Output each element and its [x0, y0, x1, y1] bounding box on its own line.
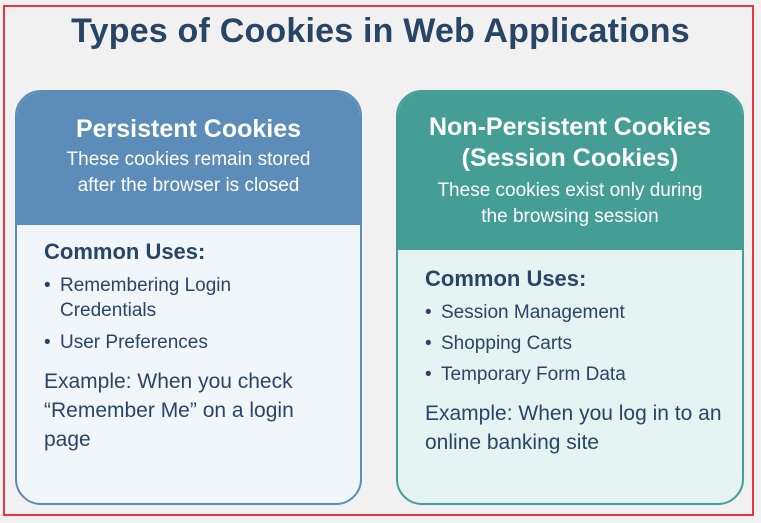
list-item: Shopping Carts — [425, 331, 716, 356]
card-title: Non-Persistent Cookies (Session Cookies) — [428, 113, 711, 172]
uses-list: Session Management Shopping Carts Tempor… — [425, 300, 716, 387]
list-item: Remembering Login Credentials — [44, 273, 260, 323]
card-subtitle: These cookies exist only during the brow… — [437, 180, 703, 227]
list-item: User Preferences — [44, 330, 334, 355]
list-item: Temporary Form Data — [425, 362, 716, 387]
card-header: Non-Persistent Cookies (Session Cookies)… — [398, 92, 742, 250]
card-title: Persistent Cookies — [75, 115, 302, 143]
persistent-cookies-card: Persistent Cookies These cookies remain … — [15, 90, 362, 505]
list-item: Session Management — [425, 300, 716, 325]
card-header: Persistent Cookies These cookies remain … — [17, 92, 360, 225]
session-cookies-card: Non-Persistent Cookies (Session Cookies)… — [396, 90, 744, 505]
uses-list: Remembering Login Credentials User Prefe… — [44, 273, 334, 355]
card-subtitle: These cookies remain stored after the br… — [66, 149, 311, 196]
card-body: Common Uses: Remembering Login Credentia… — [17, 225, 360, 454]
uses-heading: Common Uses: — [425, 266, 587, 291]
outer-frame — [3, 5, 754, 516]
example-text: Example: When you log in to an online ba… — [425, 402, 722, 454]
card-body: Common Uses: Session Management Shopping… — [398, 250, 742, 457]
uses-heading: Common Uses: — [44, 239, 206, 264]
example-text: Example: When you check “Remember Me” on… — [44, 370, 294, 451]
page-title: Types of Cookies in Web Applications — [71, 12, 690, 50]
